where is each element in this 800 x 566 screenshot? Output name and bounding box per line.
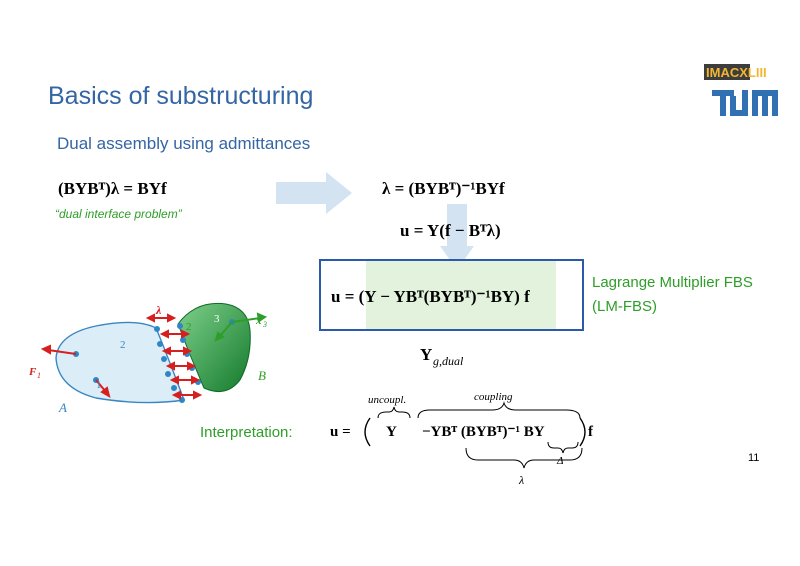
u-solution-equation: u = Y(f − Bᵀλ)	[400, 221, 501, 240]
right-arrow-icon	[276, 172, 352, 214]
lambda-label: λ	[155, 303, 162, 317]
interp-y: Y	[386, 424, 397, 440]
imac-logo-text: IMACXLIII	[706, 65, 767, 80]
interface-problem-equation: (BYBᵀ)λ = BYf	[58, 179, 167, 198]
interp-u: u =	[330, 424, 351, 440]
interpretation-equation: u = uncoupl. Y coupling −YBᵀ (BYBᵀ)⁻¹ BY…	[330, 391, 594, 487]
displacement-x3-arrow	[214, 312, 268, 342]
node-3-label: 3	[214, 313, 220, 325]
imac-logo: IMACXLIII	[704, 64, 767, 80]
x3-label: x	[255, 315, 262, 327]
slide-title: Basics of substructuring	[48, 82, 314, 110]
interpretation-label: Interpretation:	[200, 424, 293, 441]
interface-force-arrows	[145, 313, 203, 400]
domain-a-label: A	[58, 400, 67, 415]
domain-b	[177, 302, 251, 393]
node-2-left-label: 2	[120, 339, 126, 351]
y-g-dual-label: Y g,dual	[420, 345, 464, 368]
down-arrow-icon	[440, 204, 474, 270]
domain-b-label: B	[258, 368, 266, 383]
force-f1-arrow	[40, 344, 111, 399]
lambda-underbrace-label: λ	[518, 473, 524, 487]
y-subscript: g,dual	[433, 354, 464, 368]
interp-f: f	[588, 424, 594, 440]
coupling-label: coupling	[474, 391, 513, 403]
lm-fbs-box: u = (Y − YBᵀ(BYBᵀ)⁻¹BY) f	[319, 259, 584, 331]
lm-fbs-highlight	[366, 261, 556, 329]
uncoupled-label: uncoupl.	[368, 394, 406, 406]
f1-subscript: 1	[37, 371, 41, 380]
lm-fbs-equation: u = (Y − YBᵀ(BYBᵀ)⁻¹BY) f	[331, 287, 530, 306]
logos: IMACXLIII	[704, 62, 786, 126]
interp-coupling-terms: −YBᵀ (BYBᵀ)⁻¹ BY	[422, 424, 545, 440]
u-solution-text: u = Y(f − Bᵀλ)	[400, 221, 501, 240]
domain-a	[55, 321, 185, 404]
node-2-right-label: 2	[186, 321, 192, 333]
interface-problem-text: (BYBᵀ)λ = BYf	[58, 179, 167, 198]
page-number: 11	[748, 452, 760, 464]
substructure-diagram: F 1 A B x 3 λ 1 2 2 3	[28, 302, 268, 415]
lambda-solution-text: λ = (BYBᵀ)⁻¹BYf	[382, 179, 505, 198]
node-1-label: 1	[96, 379, 102, 391]
lambda-solution-equation: λ = (BYBᵀ)⁻¹BYf	[382, 179, 505, 198]
x3-subscript: 3	[262, 320, 267, 329]
delta-label: Δ	[556, 455, 563, 467]
lm-fbs-label-line2: (LM-FBS)	[592, 298, 657, 315]
interface-problem-label: “dual interface problem”	[55, 207, 182, 221]
f1-label: F	[28, 366, 37, 378]
tum-logo	[712, 90, 778, 116]
slide-subtitle: Dual assembly using admittances	[57, 134, 311, 153]
lm-fbs-label-line1: Lagrange Multiplier FBS	[592, 274, 753, 291]
y-label: Y	[420, 345, 432, 364]
